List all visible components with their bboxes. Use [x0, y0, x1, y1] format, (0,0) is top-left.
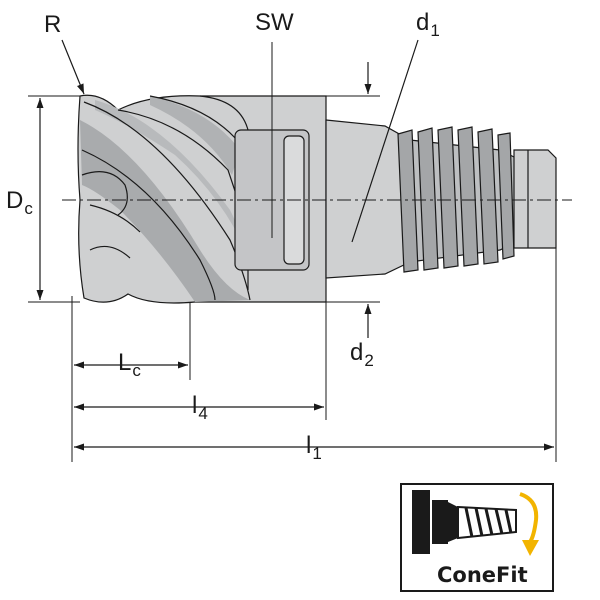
- d1-leader: [351, 39, 419, 243]
- logo-text: ConeFit: [437, 563, 528, 587]
- label-l4: l4: [192, 392, 208, 423]
- flute-shade-2: [95, 100, 250, 260]
- flute-shade-3: [150, 96, 240, 175]
- shank-cone: [325, 119, 411, 279]
- rotation-arrow-icon: [519, 492, 539, 544]
- dimension-arrows: [36, 39, 554, 451]
- label-Dc: Dc: [6, 187, 33, 218]
- thread-teeth: [397, 126, 515, 273]
- label-l1: l1: [306, 432, 322, 463]
- conefit-shank: [325, 119, 557, 279]
- label-R: R: [44, 11, 61, 38]
- construction-lines: [28, 42, 572, 462]
- flute-shade-1: [80, 120, 250, 302]
- label-SW: SW: [255, 9, 294, 36]
- shank-pilot: [513, 149, 557, 249]
- R-leader: [61, 39, 85, 95]
- conefit-icon: [412, 490, 539, 556]
- label-Lc: Lc: [118, 349, 141, 380]
- label-d2: d2: [350, 339, 374, 370]
- conefit-logo: ConeFit: [400, 483, 554, 592]
- label-d1: d1: [416, 9, 440, 40]
- end-mill-head: [77, 94, 327, 304]
